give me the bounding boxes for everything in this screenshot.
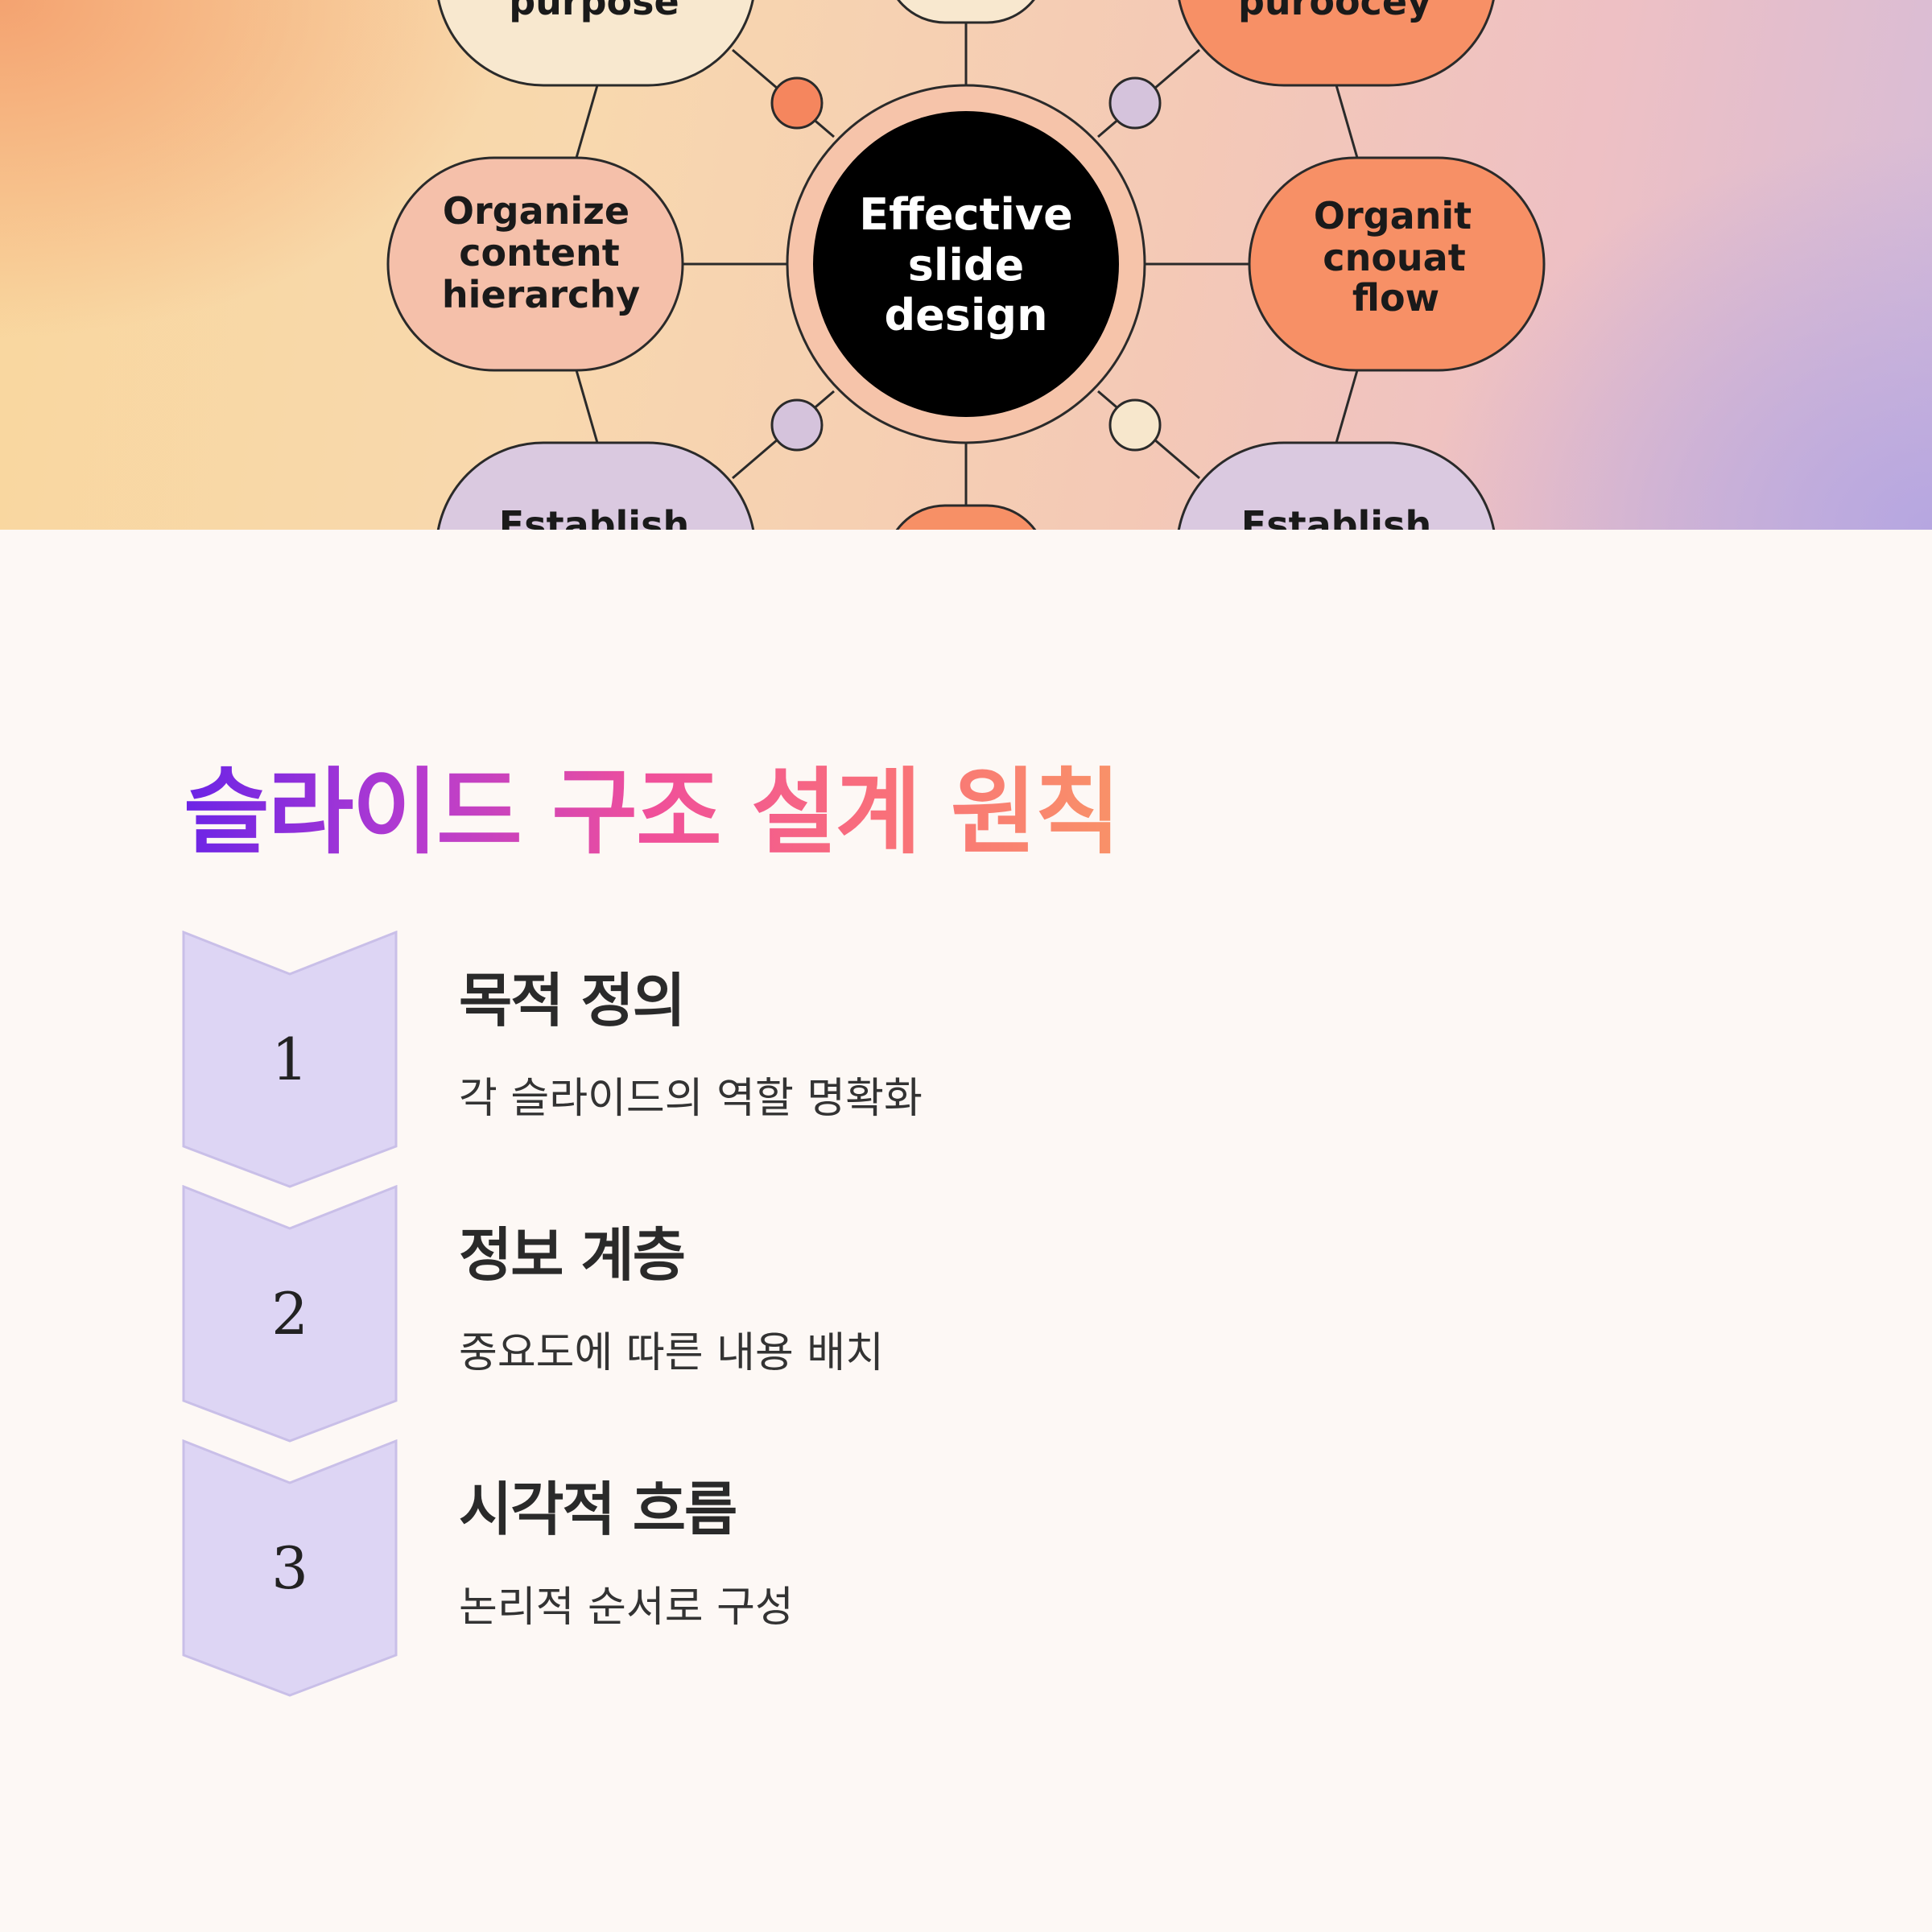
node-middle-right-line-1: Organit bbox=[1314, 194, 1472, 237]
mindmap-node-top-left bbox=[437, 0, 754, 87]
mindmap-node-top bbox=[897, 0, 1035, 24]
chevron-arrow-icon bbox=[182, 931, 398, 1188]
hub-text-line-1: Effective bbox=[859, 189, 1072, 240]
step-description: 논리적 순서로 구성 bbox=[459, 1583, 794, 1632]
step-title: 목적 정의 bbox=[459, 967, 686, 1034]
step-title: 정보 계층 bbox=[459, 1221, 686, 1289]
connector-dot bbox=[770, 398, 824, 452]
step-item-1: 1 목적 정의 각 슬라이드의 역할 명확화 bbox=[182, 931, 1631, 1188]
step-item-3: 3 시각적 흐름 논리적 순서로 구성 bbox=[182, 1439, 1631, 1697]
chevron-arrow-icon bbox=[182, 1439, 398, 1697]
node-top-left-line: purpose bbox=[509, 0, 679, 23]
step-description: 각 슬라이드의 역할 명확화 bbox=[459, 1075, 923, 1123]
node-bottom-left-line: Establish bbox=[499, 503, 689, 530]
step-number: 2 bbox=[271, 1280, 308, 1348]
step-description: 중요도에 따른 내용 배치 bbox=[459, 1329, 884, 1377]
mindmap-node-bottom-left bbox=[436, 441, 755, 530]
node-middle-left-line-2: content bbox=[459, 231, 620, 275]
hub-core bbox=[813, 111, 1119, 417]
connector-dot bbox=[1108, 76, 1162, 130]
step-number: 1 bbox=[271, 1026, 308, 1093]
node-middle-right-line-3: flow bbox=[1352, 276, 1439, 320]
node-middle-right-line-2: cnouat bbox=[1323, 236, 1465, 279]
step-title: 시각적 흐름 bbox=[459, 1476, 737, 1543]
mindmap-node-top-right bbox=[1178, 0, 1495, 87]
mindmap-node-bottom bbox=[895, 504, 1037, 530]
step-item-2: 2 정보 계층 중요도에 따른 내용 배치 bbox=[182, 1185, 1631, 1443]
page-title: 슬라이드 구조 설계 원칙 bbox=[184, 757, 1121, 869]
hero-mindmap-illustration: purpose puroocey Organize content hierar… bbox=[0, 0, 1932, 530]
node-bottom-right-line: Establish bbox=[1241, 503, 1431, 530]
mindmap-node-bottom-right bbox=[1177, 441, 1496, 530]
hub-text-line-2: slide bbox=[908, 240, 1024, 291]
step-number: 3 bbox=[271, 1534, 308, 1602]
node-middle-left-line-3: hierarchy bbox=[442, 273, 640, 316]
chevron-arrow-icon bbox=[182, 1185, 398, 1443]
connector-dot bbox=[770, 76, 824, 130]
connector-dot bbox=[1108, 398, 1162, 452]
node-middle-left-line-1: Organize bbox=[443, 189, 630, 233]
hub-text-line-3: design bbox=[884, 290, 1047, 341]
node-top-right-line: puroocey bbox=[1238, 0, 1431, 23]
mindmap-node-content-flow bbox=[1248, 156, 1546, 372]
mindmap-node-organize-hierarchy bbox=[386, 156, 684, 372]
mindmap-diagram: purpose puroocey Organize content hierar… bbox=[386, 0, 1546, 530]
